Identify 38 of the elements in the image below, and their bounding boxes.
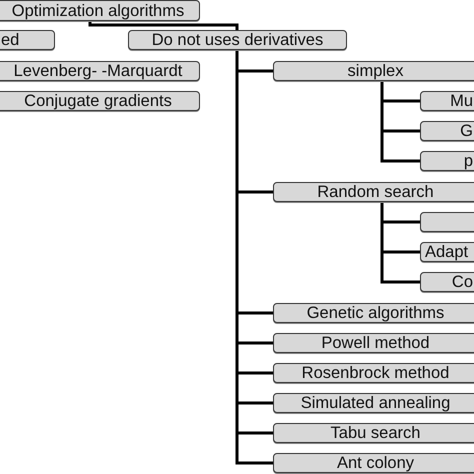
category-box [273,453,474,473]
category-box [0,0,200,21]
node-label: Genetic algorithms [306,304,444,322]
node-label: Random search [317,183,434,201]
connector-line [88,21,238,30]
node-label: Ant colony [336,454,414,472]
category-box [273,61,474,81]
category-box [0,30,55,50]
node-label: G [460,122,473,140]
node-label: Adapt [425,243,468,261]
node-label: Simulated annealing [300,394,450,412]
category-box [273,303,474,323]
category-box [0,91,200,111]
category-box [420,121,474,141]
category-box [273,333,474,353]
category-box [128,30,347,50]
node-label: Optimization algorithms [12,2,184,20]
node-label: Co [452,273,473,291]
category-box [420,151,474,171]
node-label: Levenberg- -Marquardt [14,62,182,80]
empty-box [420,212,474,232]
node-label: Conjugate gradients [24,92,172,110]
category-box [420,91,474,111]
category-box [273,393,474,413]
node-label: ed [1,31,20,49]
category-box [0,61,200,81]
category-box [273,363,474,383]
node-label: Mu [450,92,473,110]
category-box [420,242,474,262]
node-label: Powell method [321,334,430,352]
node-label: p [464,152,473,170]
node-label: Tabu search [330,424,420,442]
category-box [273,182,474,202]
category-box [420,272,474,292]
category-box [273,423,474,443]
node-label: Rosenbrock method [302,364,450,382]
node-label: Do not uses derivatives [152,31,324,49]
node-label: simplex [348,62,404,80]
